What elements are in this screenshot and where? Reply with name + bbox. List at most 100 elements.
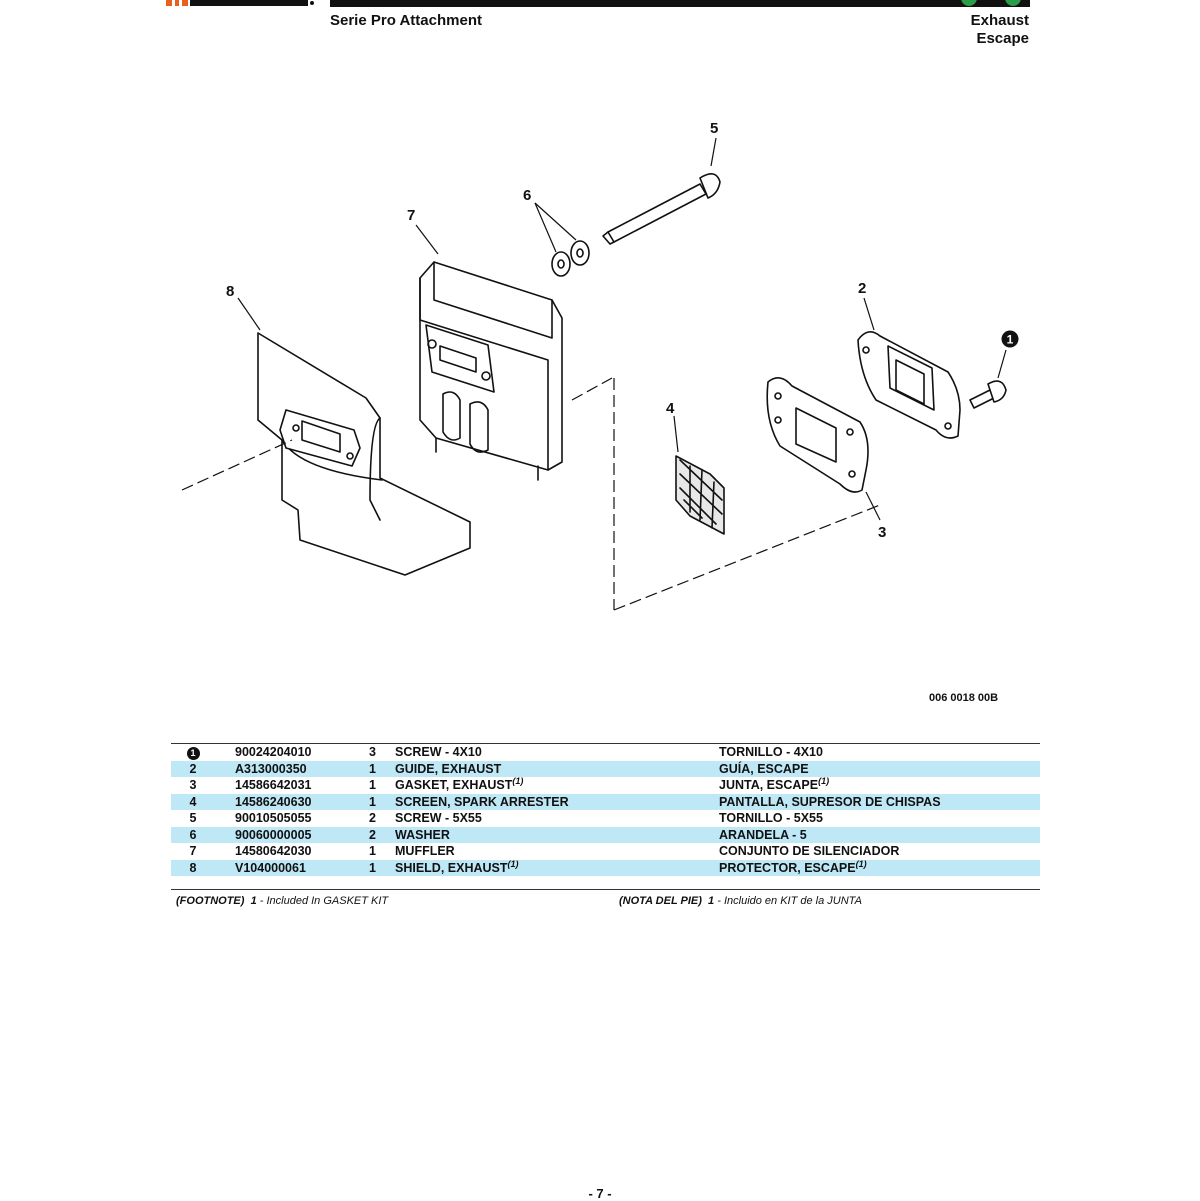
cell-ref: 2 (171, 760, 215, 777)
footnote-en: (FOOTNOTE) 1 - Included In GASKET KIT (176, 895, 388, 907)
cell-desc-es: CONJUNTO DE SILENCIADOR (719, 843, 1040, 860)
callout-5: 5 (710, 120, 718, 137)
callout-4: 4 (666, 400, 675, 417)
cell-qty: 3 (369, 745, 376, 760)
cell-desc-es: ARANDELA - 5 (719, 826, 1040, 843)
cell-part-number: 14586240630 (215, 793, 369, 810)
brand-logo (166, 0, 316, 6)
cell-ref: 7 (171, 843, 215, 860)
series-title: Serie Pro Attachment (330, 12, 482, 29)
ref-number: 7 (189, 844, 197, 859)
cell-qty: 1 (369, 859, 395, 876)
desc-en: GASKET, EXHAUST (395, 778, 513, 793)
diagram-code: 006 0018 00B (929, 692, 999, 704)
muffler-part (419, 261, 563, 481)
desc-en: MUFFLER (395, 844, 455, 859)
screw-5x55-part (602, 173, 721, 245)
cell-desc-en: SCREW - 4X10 (395, 744, 719, 761)
cell-desc-es: TORNILLO - 4X10 (719, 744, 1040, 761)
desc-es: PROTECTOR, ESCAPE (719, 860, 856, 875)
washers-part (551, 240, 590, 277)
desc-en: SCREW - 5X55 (395, 811, 482, 826)
cell-desc-en: SCREW - 5X55 (395, 810, 719, 827)
section-title-en: Exhaust (970, 12, 1029, 29)
header-rule (330, 0, 1030, 7)
cell-part-number: 90060000005 (215, 826, 369, 843)
desc-es: TORNILLO - 4X10 (719, 745, 823, 760)
cell-desc-en: WASHER (395, 826, 719, 843)
exhaust-guide-part (857, 331, 961, 439)
desc-es: PANTALLA, SUPRESOR DE CHISPAS (719, 794, 941, 809)
gasket-part (766, 377, 869, 493)
cell-qty: 1 (369, 778, 376, 793)
footnote-en-label: (FOOTNOTE) (176, 895, 245, 907)
cell-desc-es: JUNTA, ESCAPE(1) (719, 777, 1040, 794)
callout-1-bullet (1001, 330, 1019, 348)
desc-en-note: (1) (512, 776, 524, 787)
footnote-es-text: - Incluido en KIT de la JUNTA (717, 895, 862, 907)
ref-bullet: 1 (186, 746, 200, 760)
footnote-en-num: 1 (250, 895, 257, 907)
desc-es: ARANDELA - 5 (719, 827, 807, 842)
screw-4x10-part (969, 380, 1007, 409)
table-rule-top (171, 743, 1040, 744)
footnote-es-num: 1 (708, 895, 715, 907)
section-title-es: Escape (976, 30, 1029, 47)
cell-qty: 1 (369, 760, 395, 777)
cell-desc-en: GUIDE, EXHAUST (395, 760, 719, 777)
callout-3: 3 (878, 524, 886, 541)
section-title: Exhaust Escape (971, 12, 1029, 48)
desc-es: GUÍA, ESCAPE (719, 761, 809, 776)
cell-qty: 2 (369, 826, 395, 843)
cell-part-number: 90010505055 (235, 811, 312, 826)
table-row: 7 14580642030 1 MUFFLER CONJUNTO DE SILENCIA… (171, 843, 1040, 860)
callout-8: 8 (226, 283, 234, 300)
ref-number: 5 (189, 811, 197, 826)
cell-qty: 1 (369, 844, 376, 859)
cell-desc-en: SHIELD, EXHAUST(1) (395, 858, 719, 876)
spark-arrester-part (675, 455, 725, 535)
cell-part-number: V104000061 (215, 859, 369, 876)
callout-7: 7 (407, 207, 415, 224)
callout-1: 1 (1007, 333, 1014, 347)
desc-es-note: (1) (818, 776, 830, 787)
cell-ref: 4 (171, 793, 215, 810)
desc-es: CONJUNTO DE SILENCIADOR (719, 844, 900, 859)
desc-es-note: (1) (855, 858, 867, 869)
cell-part-number: 14586642031 (235, 778, 312, 793)
ref-number: 2 (189, 761, 197, 776)
desc-es: TORNILLO - 5X55 (719, 811, 823, 826)
desc-en: WASHER (395, 827, 450, 842)
cell-qty: 1 (369, 793, 395, 810)
desc-en: SHIELD, EXHAUST (395, 860, 508, 875)
cell-desc-es: TORNILLO - 5X55 (719, 810, 1040, 827)
cell-part-number: 14580642030 (235, 844, 312, 859)
cell-ref: 8 (171, 859, 215, 876)
exhaust-shield-part (257, 332, 471, 576)
cell-desc-en: GASKET, EXHAUST(1) (395, 777, 719, 794)
desc-en-note: (1) (507, 858, 519, 869)
callout-6: 6 (523, 187, 531, 204)
footnote-es: (NOTA DEL PIE) 1 - Incluido en KIT de la… (619, 895, 862, 907)
exploded-diagram: 8 7 6 5 2 4 3 1 (181, 120, 1019, 611)
desc-en: SCREEN, SPARK ARRESTER (395, 794, 569, 809)
page-number: - 7 - (588, 1186, 612, 1201)
footnote-en-text: - Included In GASKET KIT (259, 895, 389, 907)
table-rule-bottom (171, 889, 1040, 890)
cell-desc-es: GUÍA, ESCAPE (719, 760, 1040, 777)
cell-ref: 1 (171, 744, 215, 761)
footnote-es-label: (NOTA DEL PIE) (619, 895, 702, 907)
cell-desc-es: PANTALLA, SUPRESOR DE CHISPAS (719, 793, 1040, 810)
callout-2: 2 (858, 280, 866, 297)
cell-ref: 3 (171, 777, 215, 794)
cell-ref: 6 (171, 826, 215, 843)
cell-desc-es: PROTECTOR, ESCAPE(1) (719, 858, 1040, 876)
cell-part-number: A313000350 (215, 760, 369, 777)
